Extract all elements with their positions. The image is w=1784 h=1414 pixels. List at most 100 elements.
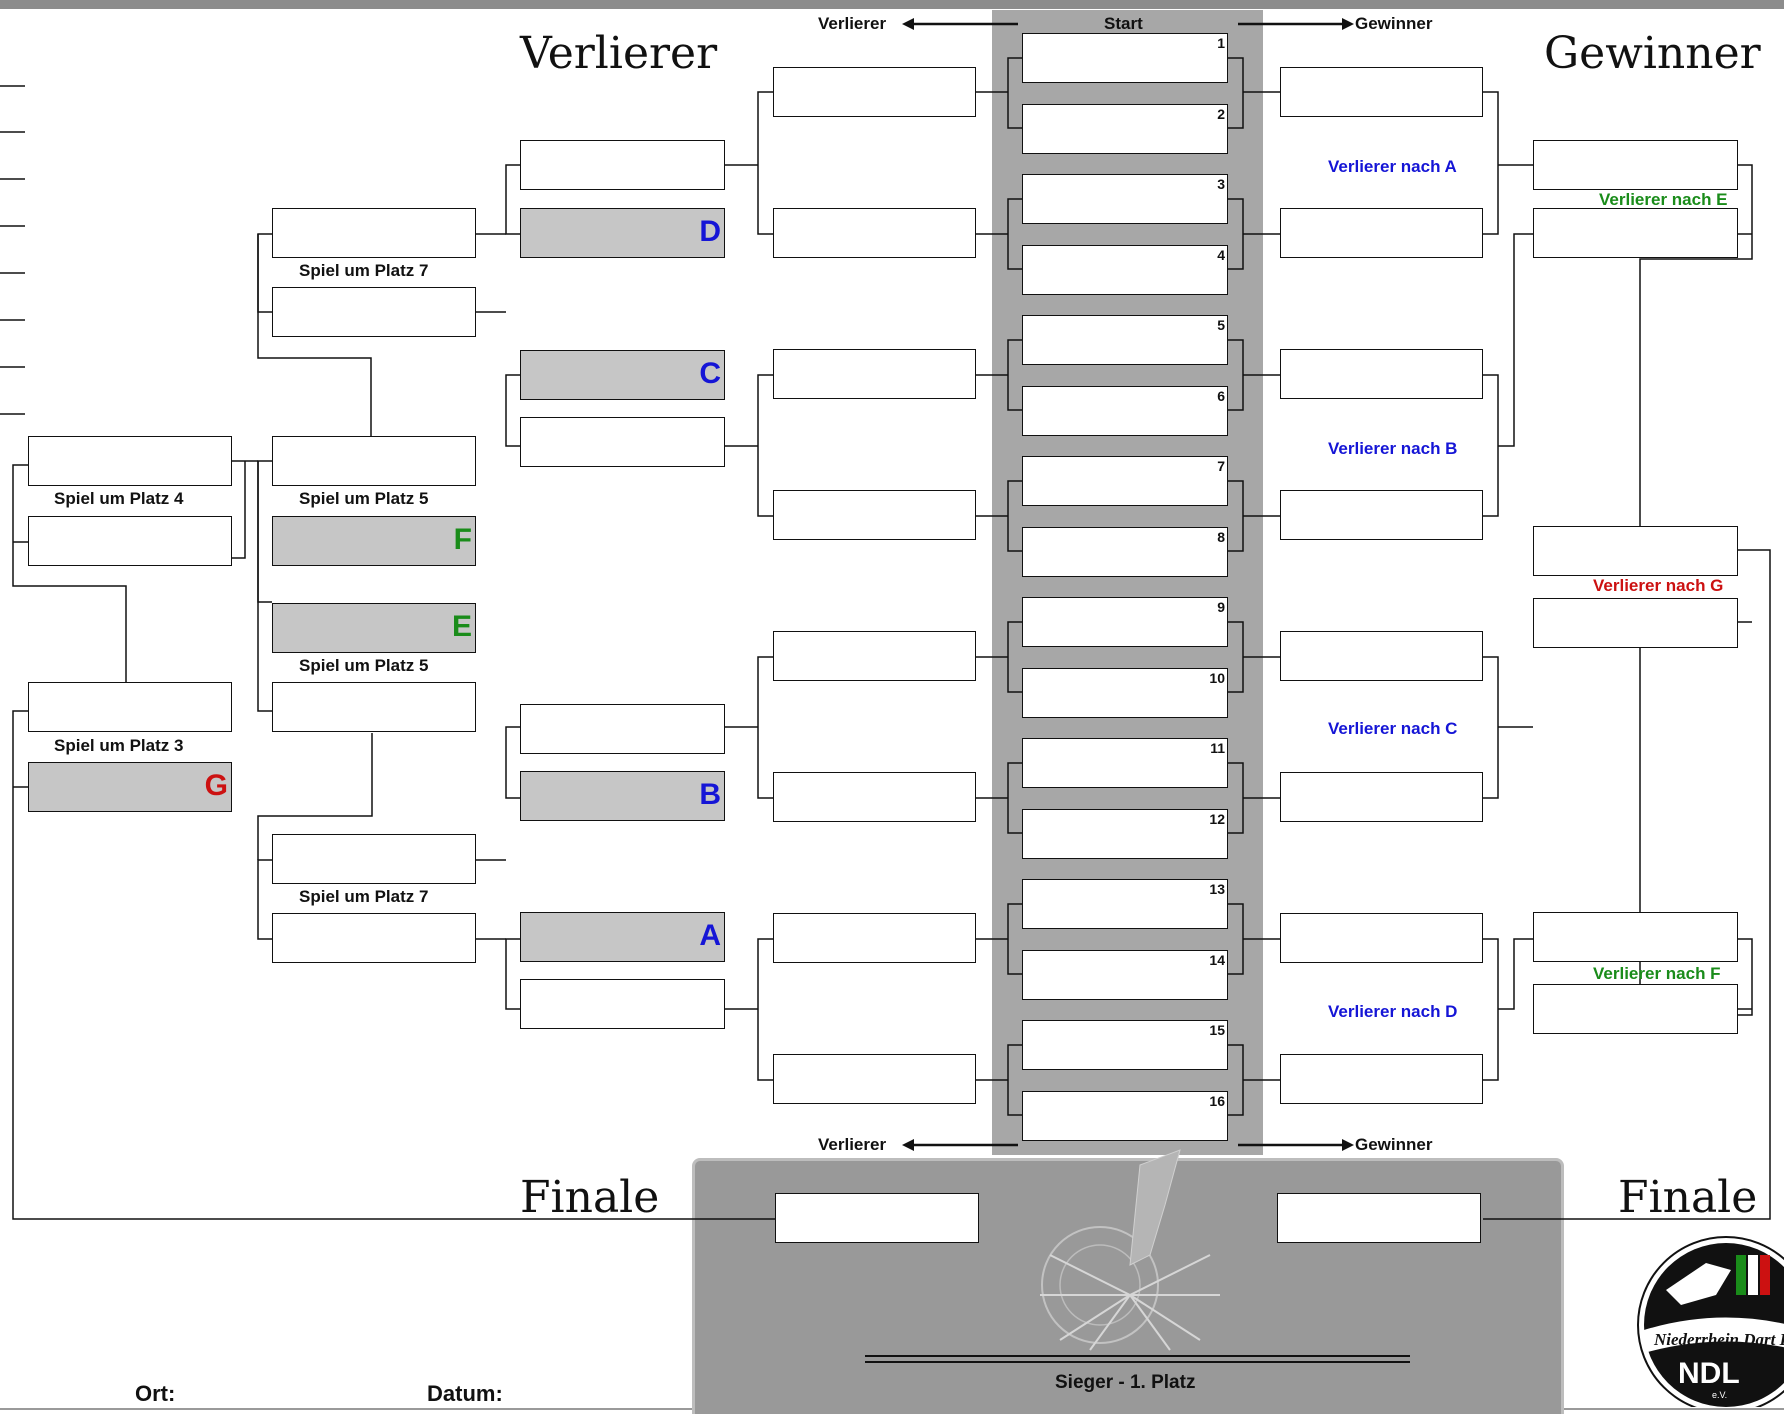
start-slot-number: 3 [1217,176,1225,192]
letter-slot-d[interactable]: D [520,208,725,258]
letter-d: D [699,215,721,248]
platz4-top-slot[interactable] [28,436,232,486]
winners-r1-slot[interactable] [1280,208,1483,258]
winners-r1-slot[interactable] [1280,67,1483,117]
letter-f: F [453,523,472,556]
winners-r3-slot[interactable] [1533,526,1738,576]
arrow-label-winners-top: Gewinner [1355,14,1433,33]
letter-c: C [699,357,721,390]
note-loser-to-b: Verlierer nach B [1328,439,1458,458]
label-platz7-bottom: Spiel um Platz 7 [299,887,429,906]
start-slot[interactable]: 2 [1022,103,1228,154]
start-slot-number: 5 [1217,317,1225,333]
winners-r1-slot[interactable] [1280,1054,1483,1104]
winners-r1-slot[interactable] [1280,913,1483,963]
start-slot[interactable]: 1 [1022,33,1228,83]
losers-r2-slot[interactable] [520,140,725,190]
start-slot[interactable]: 16 [1022,1090,1228,1141]
losers-r3-slot[interactable] [272,208,476,258]
losers-heading: Verlierer [520,28,718,79]
losers-r1-slot[interactable] [773,349,976,399]
letter-slot-c[interactable]: C [520,350,725,400]
logo-suffix: e.V. [1712,1390,1727,1400]
final-left-heading: Finale [520,1172,660,1223]
start-slot[interactable]: 9 [1022,597,1228,647]
losers-r3-slot[interactable] [272,913,476,963]
start-slot[interactable]: 3 [1022,174,1228,224]
losers-r1-slot[interactable] [773,631,976,681]
start-slot-number: 14 [1209,951,1225,968]
logo-abbr: NDL [1678,1357,1740,1390]
label-platz3: Spiel um Platz 3 [54,736,184,755]
final-right-heading: Finale [1618,1172,1758,1223]
letter-slot-a[interactable]: A [520,912,725,962]
winners-r2-slot[interactable] [1533,984,1738,1034]
arrow-label-losers-bottom: Verlierer [818,1135,887,1154]
start-slot-number: 1 [1217,35,1225,51]
platz3-top-slot[interactable] [28,682,232,732]
start-slot-number: 9 [1217,599,1225,615]
losers-r1-slot[interactable] [773,772,976,822]
start-slot[interactable]: 8 [1022,526,1228,577]
losers-r1-slot[interactable] [773,913,976,963]
letter-slot-b[interactable]: B [520,771,725,821]
arrow-label-start: Start [1104,14,1143,33]
final-losers-slot[interactable] [775,1193,979,1243]
winners-r2-slot[interactable] [1533,208,1738,258]
losers-r3-slot[interactable] [272,834,476,884]
letter-slot-f[interactable]: F [272,516,476,566]
losers-r1-slot[interactable] [773,490,976,540]
losers-r1-slot[interactable] [773,208,976,258]
letter-slot-e[interactable]: E [272,603,476,653]
start-slot[interactable]: 4 [1022,244,1228,295]
winners-r1-slot[interactable] [1280,772,1483,822]
place-label: Ort: [135,1381,176,1406]
letter-a: A [699,919,721,952]
start-slot[interactable]: 14 [1022,949,1228,1000]
start-slot[interactable]: 5 [1022,315,1228,365]
note-loser-to-a: Verlierer nach A [1328,157,1457,176]
losers-r2-slot[interactable] [520,417,725,467]
start-slot[interactable]: 10 [1022,667,1228,718]
platz4-bottom-slot[interactable] [28,516,232,566]
winners-r1-slot[interactable] [1280,349,1483,399]
letter-g: G [204,769,228,802]
winners-r2-slot[interactable] [1533,140,1738,190]
note-loser-to-g: Verlierer nach G [1593,576,1724,595]
start-slot[interactable]: 7 [1022,456,1228,506]
losers-r3-slot[interactable] [272,287,476,337]
start-slot[interactable]: 13 [1022,879,1228,929]
label-platz5-top: Spiel um Platz 5 [299,489,429,508]
ndl-logo: Niederrhein Dart Liga NDL e.V. [1637,1236,1784,1407]
start-slot[interactable]: 15 [1022,1020,1228,1070]
start-slot-number: 16 [1209,1092,1225,1109]
winners-r3-slot[interactable] [1533,598,1738,648]
winners-r2-slot[interactable] [1533,912,1738,962]
losers-r2-slot[interactable] [520,704,725,754]
label-platz5-bottom: Spiel um Platz 5 [299,656,429,675]
losers-r1-slot[interactable] [773,1054,976,1104]
date-label: Datum: [427,1381,503,1406]
start-slot-number: 8 [1217,528,1225,545]
arrow-label-winners-bottom: Gewinner [1355,1135,1433,1154]
winners-r1-slot[interactable] [1280,490,1483,540]
start-slot-number: 4 [1217,246,1225,263]
platz5-top-slot[interactable] [272,436,476,486]
label-platz4: Spiel um Platz 4 [54,489,184,508]
losers-r1-slot[interactable] [773,67,976,117]
start-slot[interactable]: 6 [1022,385,1228,436]
start-slot[interactable]: 11 [1022,738,1228,788]
letter-slot-g[interactable]: G [28,762,232,812]
start-slot[interactable]: 12 [1022,808,1228,859]
label-platz7-top: Spiel um Platz 7 [299,261,429,280]
start-slot-number: 7 [1217,458,1225,474]
winners-r1-slot[interactable] [1280,631,1483,681]
final-winners-slot[interactable] [1277,1193,1481,1243]
losers-r2-slot[interactable] [520,979,725,1029]
arrow-label-losers-top: Verlierer [818,14,887,33]
note-loser-to-c: Verlierer nach C [1328,719,1458,738]
start-slot-number: 12 [1209,810,1225,827]
logo-name: Niederrhein Dart Liga [1653,1330,1784,1349]
note-loser-to-f: Verlierer nach F [1593,964,1721,983]
platz5-bottom-slot[interactable] [272,682,476,732]
